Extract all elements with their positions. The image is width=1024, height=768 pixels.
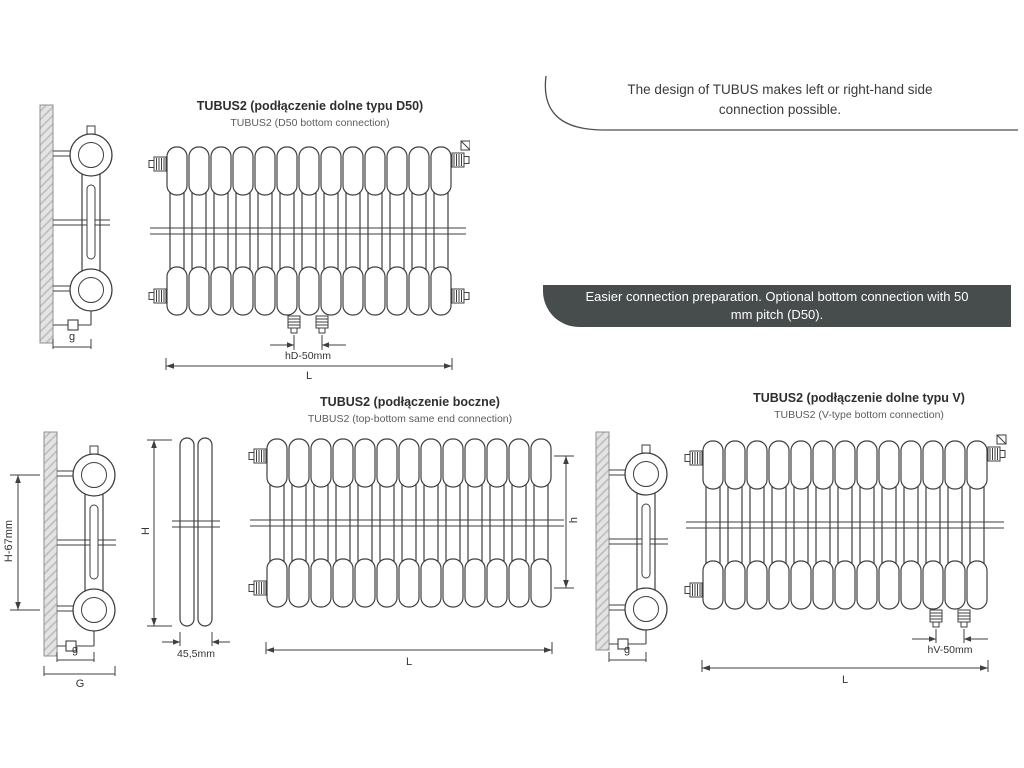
left-top-fitting bbox=[148, 156, 167, 172]
vtype-side-view-drawing bbox=[595, 431, 668, 662]
valve-knob bbox=[460, 140, 470, 151]
bracket-rail-lines bbox=[150, 227, 466, 235]
dimension-arrows bbox=[702, 636, 988, 671]
left-bottom-fitting bbox=[248, 580, 267, 596]
dimension-lines bbox=[265, 455, 574, 654]
radiator-columns bbox=[267, 439, 551, 607]
bottom-pipe bbox=[57, 631, 95, 652]
depth-dimension bbox=[162, 632, 230, 646]
H-dimension bbox=[147, 439, 172, 627]
dimension-arrows bbox=[266, 456, 569, 653]
h67-label: H-67mm bbox=[3, 519, 15, 563]
radiator-side-profile bbox=[69, 125, 113, 312]
d50-length-label: L bbox=[305, 370, 313, 382]
dimension-lines bbox=[10, 474, 116, 676]
vtype-front-drawing bbox=[684, 434, 1007, 672]
left-bottom-fitting bbox=[148, 288, 167, 304]
bottom-pipe bbox=[53, 311, 92, 331]
left-side-view-drawing bbox=[10, 431, 116, 676]
right-top-valve-body bbox=[451, 152, 470, 168]
d50-bottom-stub-2 bbox=[315, 315, 329, 334]
wall bbox=[39, 104, 54, 344]
boczne-title: TUBUS2 (podłączenie boczne) bbox=[320, 395, 500, 409]
d50-subtitle: TUBUS2 (D50 bottom connection) bbox=[230, 117, 390, 129]
d50-side-view-drawing bbox=[39, 104, 113, 349]
radiator-side-profile bbox=[624, 444, 668, 631]
callout-curve bbox=[544, 75, 1018, 131]
depth-view-drawing bbox=[147, 437, 230, 646]
radiator-columns bbox=[703, 441, 987, 609]
vtype-length-label: L bbox=[841, 674, 849, 686]
right-bottom-fitting bbox=[451, 288, 470, 304]
column-capsules bbox=[179, 437, 213, 627]
bracket-rail-lines bbox=[250, 519, 564, 527]
mounting-brackets bbox=[609, 469, 668, 611]
bracket-rail-lines bbox=[172, 520, 220, 528]
boczne-front-drawing bbox=[248, 430, 574, 654]
boczne-h-label: h bbox=[568, 516, 580, 524]
d50-pitch-label: hD-50mm bbox=[284, 350, 332, 362]
wall bbox=[43, 431, 58, 657]
bracket-rail-lines bbox=[686, 521, 1004, 529]
radiator-columns bbox=[167, 147, 451, 315]
banner-text: Easier connection preparation. Optional … bbox=[585, 288, 969, 322]
dimension-arrows bbox=[15, 475, 21, 610]
vtype-g-label: g bbox=[623, 644, 631, 656]
callout-text: The design of TUBUS makes left or right-… bbox=[627, 82, 933, 118]
depth-label: 45,5mm bbox=[177, 648, 215, 660]
d50-bottom-stub-1 bbox=[287, 315, 301, 334]
valve-knob bbox=[996, 434, 1007, 445]
bottom-pipe bbox=[609, 630, 647, 650]
d50-front-drawing bbox=[148, 140, 470, 370]
vtype-bottom-stub-2 bbox=[957, 609, 971, 628]
dimension-arrows bbox=[166, 342, 452, 369]
left-g-label: g bbox=[71, 644, 79, 656]
g-dimension-lines bbox=[608, 652, 647, 662]
left-G-label: G bbox=[75, 678, 85, 690]
right-top-valve-body bbox=[987, 446, 1006, 462]
left-top-fitting bbox=[248, 448, 267, 464]
vtype-subtitle: TUBUS2 (V-type bottom connection) bbox=[774, 409, 944, 421]
callout-note: The design of TUBUS makes left or right-… bbox=[540, 72, 1018, 144]
left-bottom-fitting bbox=[684, 582, 703, 598]
H-label: H bbox=[140, 527, 152, 535]
radiator-side-profile bbox=[72, 445, 116, 632]
d50-title: TUBUS2 (podłączenie dolne typu D50) bbox=[196, 99, 424, 113]
g-dimension-lines bbox=[52, 339, 92, 349]
vtype-title: TUBUS2 (podłączenie dolne typu V) bbox=[753, 391, 965, 405]
vtype-pitch-label: hV-50mm bbox=[927, 644, 973, 656]
vtype-bottom-stub-1 bbox=[929, 609, 943, 628]
d50-g-label: g bbox=[68, 331, 76, 343]
boczne-length-label: L bbox=[405, 656, 413, 668]
left-top-fitting bbox=[684, 450, 703, 466]
boczne-subtitle: TUBUS2 (top-bottom same end connection) bbox=[307, 413, 513, 425]
wall bbox=[595, 431, 610, 651]
banner-note: Easier connection preparation. Optional … bbox=[543, 285, 1011, 327]
